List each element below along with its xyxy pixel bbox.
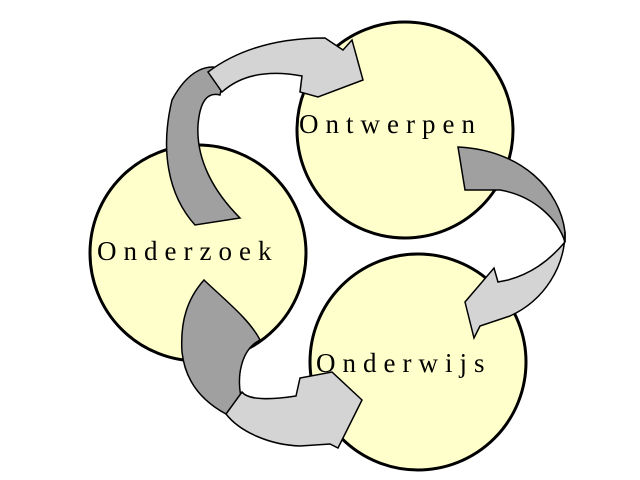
node-label-onderzoek: Onderzoek xyxy=(97,236,278,266)
arrow-onderzoek-to-ontwerpen-head xyxy=(206,37,364,98)
arrow-ontwerpen-to-onderwijs xyxy=(457,146,566,341)
node-label-ontwerpen: Ontwerpen xyxy=(299,109,482,139)
node-label-onderwijs: Onderwijs xyxy=(316,348,491,378)
arrow-onderzoek-to-onderwijs-head xyxy=(225,371,363,450)
arrow-onderzoek-to-onderwijs xyxy=(180,278,363,450)
arrow-ontwerpen-to-onderwijs-head xyxy=(464,231,566,341)
arrow-onderzoek-to-ontwerpen xyxy=(165,37,364,226)
